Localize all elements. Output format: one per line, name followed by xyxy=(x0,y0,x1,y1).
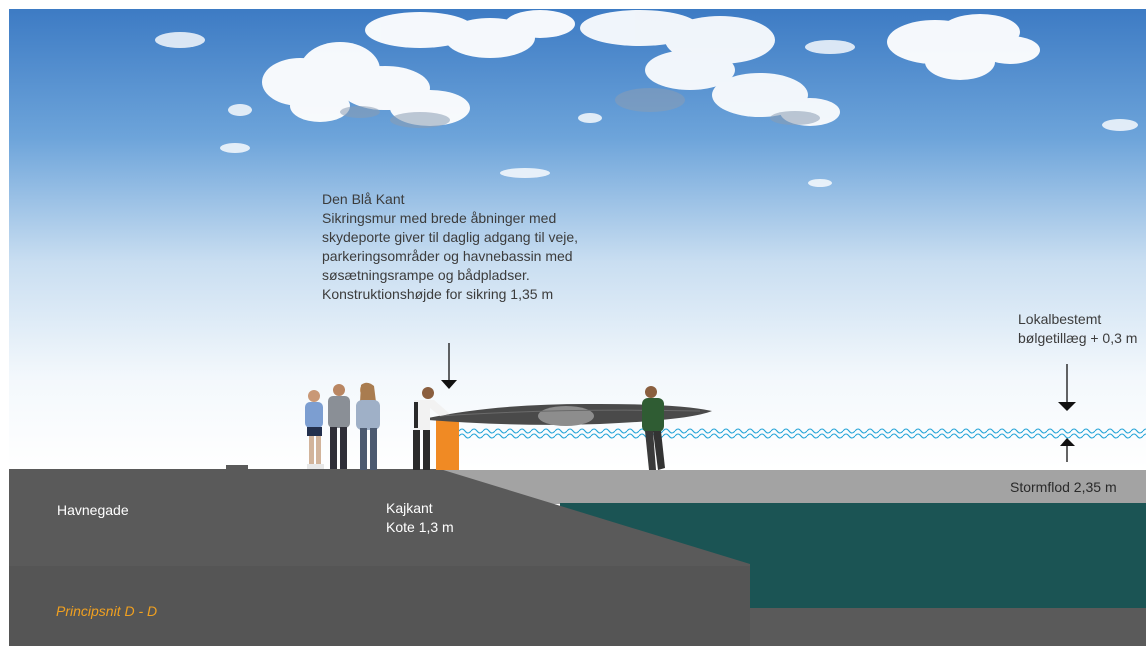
blue-edge-title: Den Blå Kant xyxy=(322,191,405,207)
blue-edge-annotation: Den Blå Kant Sikringsmur med brede åbnin… xyxy=(322,190,578,304)
curb xyxy=(226,465,248,470)
wave-line-1: Lokalbestemt xyxy=(1018,311,1102,327)
people-group xyxy=(305,382,450,470)
quay-edge-label: Kajkant Kote 1,3 m xyxy=(386,499,454,537)
blue-edge-line-1: Sikringsmur med brede åbninger med xyxy=(322,210,557,226)
wave-allowance-annotation: Lokalbestemt bølgetillæg + 0,3 m xyxy=(1018,310,1137,348)
blue-edge-line-4: søsætningsrampe og bådpladser. xyxy=(322,267,530,283)
person-standing xyxy=(642,386,665,470)
blue-edge-line-5: Konstruktionshøjde for sikring 1,35 m xyxy=(322,286,554,302)
blue-edge-line-3: parkeringsområder og havnebassin med xyxy=(322,248,573,264)
harbour-street-label: Havnegade xyxy=(57,502,129,518)
quay-surface xyxy=(440,470,1146,504)
protection-wall xyxy=(436,420,459,470)
boat xyxy=(428,403,712,426)
down-arrow-icon xyxy=(1058,364,1076,411)
wave-line-2: bølgetillæg + 0,3 m xyxy=(1018,330,1138,346)
blue-edge-line-2: skydeporte giver til daglig adgang til v… xyxy=(322,229,579,245)
wave-line xyxy=(459,427,1146,441)
quay-edge-title: Kajkant xyxy=(386,500,433,516)
up-arrow-icon xyxy=(1060,438,1075,462)
down-arrow-icon xyxy=(441,343,457,389)
left-edge xyxy=(0,0,9,646)
sky xyxy=(9,9,1146,469)
storm-surge-label: Stormflod 2,35 m xyxy=(1010,479,1117,495)
section-caption: Principsnit D - D xyxy=(56,603,158,619)
clouds xyxy=(155,10,1138,187)
quay-level: Kote 1,3 m xyxy=(386,519,454,535)
